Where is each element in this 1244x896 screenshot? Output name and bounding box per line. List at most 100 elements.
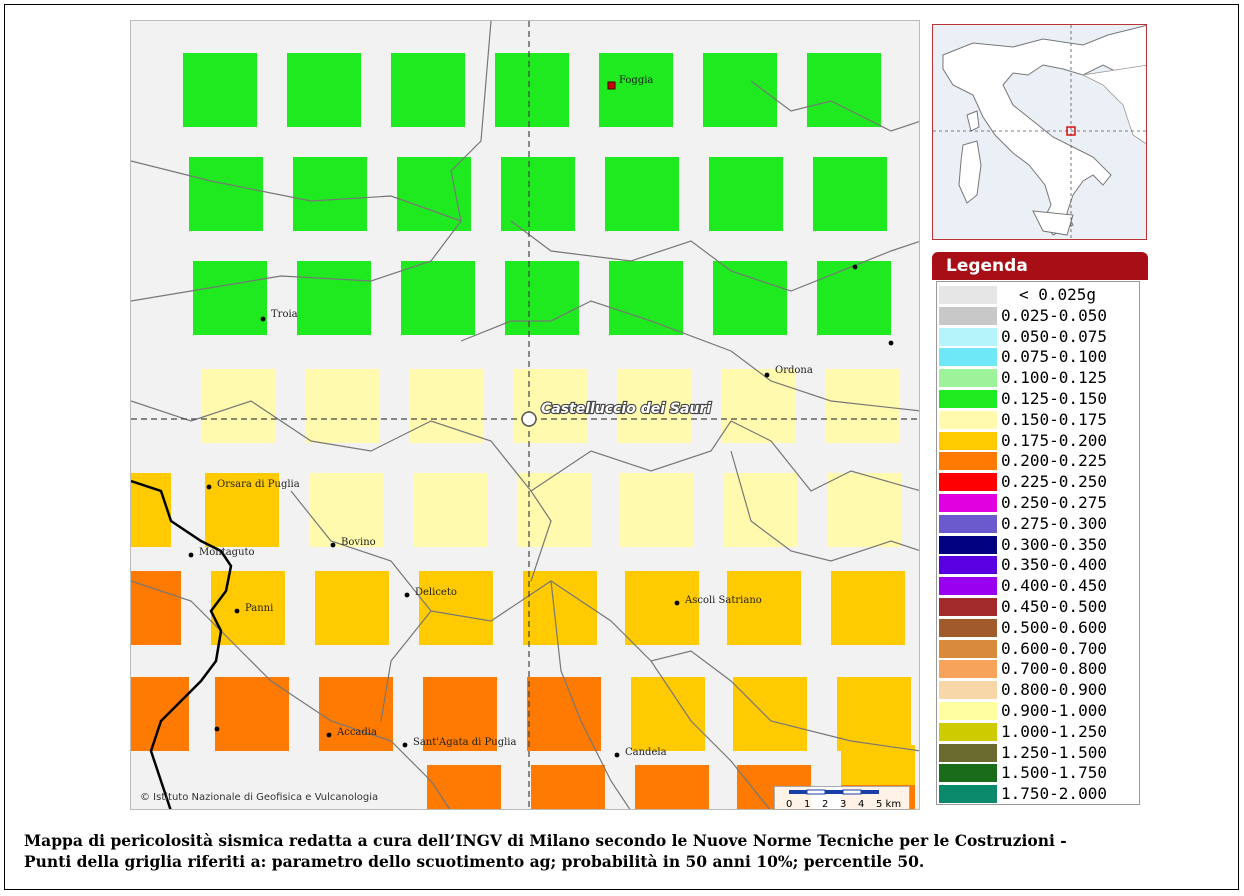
hazard-cell[interactable] [131,571,181,645]
hazard-cell[interactable] [513,369,587,443]
hazard-cell[interactable] [733,677,807,751]
hazard-cell[interactable] [205,473,279,547]
hazard-cell[interactable] [605,157,679,231]
hazard-cell[interactable] [531,765,605,810]
legend-swatch [939,556,997,575]
hazard-cell[interactable] [305,369,379,443]
hazard-cell[interactable] [631,677,705,751]
legend-label: 0.800-0.900 [1001,680,1107,700]
legend-row: 0.600-0.700 [939,639,1137,658]
hazard-cell[interactable] [517,473,591,547]
hazard-cell[interactable] [617,369,691,443]
hazard-cell[interactable] [609,261,683,335]
hazard-cell[interactable] [413,473,487,547]
hazard-cell[interactable] [619,473,693,547]
hazard-cell[interactable] [319,677,393,751]
scale-tick-label: 4 [858,799,864,810]
hazard-cell[interactable] [427,765,501,810]
town-marker [330,542,336,548]
hazard-cell[interactable] [727,571,801,645]
hazard-cell[interactable] [825,369,899,443]
legend-swatch [939,618,997,637]
legend-swatch [939,431,997,450]
town-label: Foggia [619,75,653,86]
legend-swatch [939,327,997,346]
hazard-cell[interactable] [827,473,901,547]
hazard-cell[interactable] [419,571,493,645]
hazard-cell[interactable] [391,53,465,127]
legend-row: 0.300-0.350 [939,535,1137,554]
caption-line-1: Mappa di pericolosità sismica redatta a … [24,831,1067,850]
town-label: Ordona [775,365,813,376]
town-marker [607,81,616,90]
hazard-cell[interactable] [215,677,289,751]
hazard-cell[interactable] [625,571,699,645]
hazard-cell[interactable] [703,53,777,127]
hazard-cell[interactable] [505,261,579,335]
legend-row: 0.250-0.275 [939,493,1137,512]
hazard-cell[interactable] [131,677,189,751]
legend-label: 0.300-0.350 [1001,534,1107,554]
legend-label: 0.275-0.300 [1001,513,1107,533]
legend-swatch [939,764,997,783]
hazard-cell[interactable] [401,261,475,335]
hazard-cell[interactable] [813,157,887,231]
legend-swatch [939,410,997,429]
hazard-cell[interactable] [309,473,383,547]
legend-label: 0.175-0.200 [1001,430,1107,450]
legend-row: 0.450-0.500 [939,597,1137,616]
hazard-cell[interactable] [409,369,483,443]
hazard-cell[interactable] [423,677,497,751]
hazard-cell[interactable] [131,473,171,547]
hazard-cell[interactable] [817,261,891,335]
legend-label: 0.150-0.175 [1001,409,1107,429]
hazard-cell[interactable] [193,261,267,335]
hazard-cell[interactable] [287,53,361,127]
hazard-cell[interactable] [837,677,911,751]
overview-minimap[interactable] [932,24,1147,240]
hazard-cell[interactable] [315,571,389,645]
hazard-cell[interactable] [635,765,709,810]
hazard-cell[interactable] [297,261,371,335]
legend-row: < 0.025g [939,285,1137,304]
legend-label: 0.075-0.100 [1001,347,1107,367]
hazard-cell[interactable] [189,157,263,231]
hazard-cell[interactable] [201,369,275,443]
hazard-cell[interactable] [831,571,905,645]
hazard-cell[interactable] [523,571,597,645]
hazard-cell[interactable] [527,677,601,751]
legend-label: 0.225-0.250 [1001,472,1107,492]
hazard-cell[interactable] [495,53,569,127]
hazard-cell[interactable] [713,261,787,335]
legend-row: 0.900-1.000 [939,701,1137,720]
legend-label: 0.700-0.800 [1001,659,1107,679]
site-marker[interactable] [521,411,537,427]
town-label: Ascoli Satriano [684,595,762,606]
hazard-cell[interactable] [501,157,575,231]
legend-row: 0.125-0.150 [939,389,1137,408]
locality-marker [214,726,220,732]
hazard-cell[interactable] [397,157,471,231]
town-marker [674,600,680,606]
hazard-cell[interactable] [721,369,795,443]
hazard-cell[interactable] [183,53,257,127]
town-label: Candela [625,747,667,758]
italy-overview [933,25,1146,239]
legend-swatch [939,639,997,658]
legend-label: 0.450-0.500 [1001,597,1107,616]
hazard-cell[interactable] [807,53,881,127]
hazard-cell[interactable] [293,157,367,231]
hazard-cell[interactable] [709,157,783,231]
hazard-cell[interactable] [723,473,797,547]
legend-label: 0.100-0.125 [1001,368,1107,388]
legend-swatch [939,494,997,512]
legend-label: 0.200-0.225 [1001,451,1107,471]
legend-swatch [939,785,997,804]
hazard-cell[interactable] [841,745,915,785]
hazard-cell[interactable] [599,53,673,127]
